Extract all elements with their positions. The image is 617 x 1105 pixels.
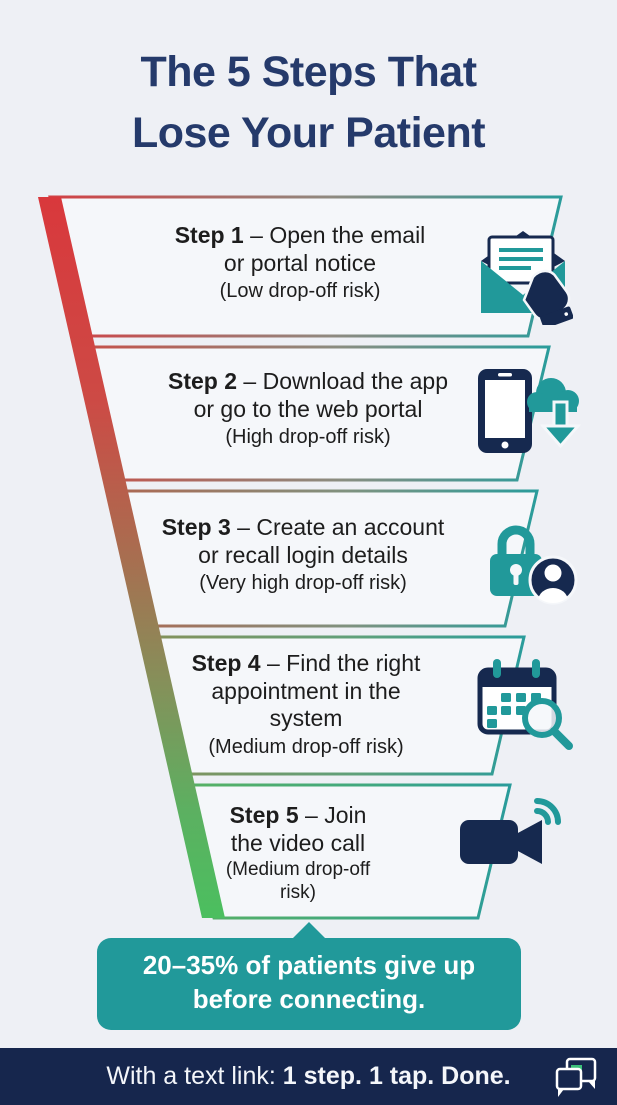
phone-cloud-download-icon <box>478 369 582 453</box>
step-1-label: Step 1 <box>174 222 244 248</box>
step-5-risk: (Medium drop-off risk) <box>225 859 371 903</box>
step-5-text: Step 5 – Join the video call (Medium dro… <box>213 802 383 905</box>
step-1-description: Open the email or portal notice <box>223 222 426 276</box>
step-4-separator: – <box>266 650 280 676</box>
step-1-separator: – <box>250 222 263 248</box>
footer-text: With a text link: 1 step. 1 tap. Done. <box>106 1062 510 1091</box>
step-2-label: Step 2 <box>167 368 238 394</box>
callout-text: 20–35% of patients give up before connec… <box>142 950 476 1014</box>
step-2-description: Download the app or go to the web portal <box>193 368 449 422</box>
step-4-risk: (Medium drop-off risk) <box>208 735 404 758</box>
step-1-text: Step 1 – Open the email or portal notice… <box>165 222 435 303</box>
callout-tail <box>292 922 326 939</box>
step-3-title: Step 3 – Create an account or recall log… <box>153 514 453 569</box>
chat-bubbles-icon <box>555 1057 597 1097</box>
step-3-risk: (Very high drop-off risk) <box>199 572 407 595</box>
step-3-text: Step 3 – Create an account or recall log… <box>153 514 453 595</box>
lock-user-icon <box>490 525 578 605</box>
step-5-description: Join the video call <box>230 802 367 856</box>
step-1-risk: (Low drop-off risk) <box>219 280 381 303</box>
step-4-label: Step 4 <box>191 650 261 676</box>
callout-banner: 20–35% of patients give up before connec… <box>97 922 521 1030</box>
step-4-title: Step 4 – Find the right appointment in t… <box>176 650 436 733</box>
page-title-line2: Lose Your Patient <box>131 109 486 158</box>
funnel-left-band <box>38 197 225 918</box>
footer-prefix: With a text link: <box>106 1062 276 1090</box>
step-1-title: Step 1 – Open the email or portal notice <box>165 222 435 277</box>
step-4-text: Step 4 – Find the right appointment in t… <box>176 650 436 759</box>
step-2-title: Step 2 – Download the app or go to the w… <box>163 368 453 423</box>
step-5-title: Step 5 – Join the video call <box>213 802 383 857</box>
email-open-hand-icon <box>481 231 573 325</box>
step-4-description: Find the right appointment in the system <box>211 650 421 732</box>
step-5-label: Step 5 <box>229 802 299 828</box>
step-3-description: Create an account or recall login detail… <box>198 514 445 568</box>
step-2-text: Step 2 – Download the app or go to the w… <box>163 368 453 449</box>
funnel-diagram <box>38 195 563 920</box>
step-2-risk: (High drop-off risk) <box>225 426 391 449</box>
step-5-separator: – <box>305 802 318 828</box>
video-camera-icon <box>460 798 561 864</box>
step-2-separator: – <box>243 368 257 394</box>
calendar-search-icon <box>477 659 573 750</box>
page-title-line1: The 5 Steps That <box>140 48 477 96</box>
footer-highlight: 1 step. 1 tap. Done. <box>282 1062 511 1090</box>
step-3-separator: – <box>237 514 250 540</box>
page-title: The 5 Steps That Lose Your Patient <box>0 42 617 165</box>
footer-bar: With a text link: 1 step. 1 tap. Done. <box>0 1048 617 1105</box>
step-3-label: Step 3 <box>161 514 231 540</box>
